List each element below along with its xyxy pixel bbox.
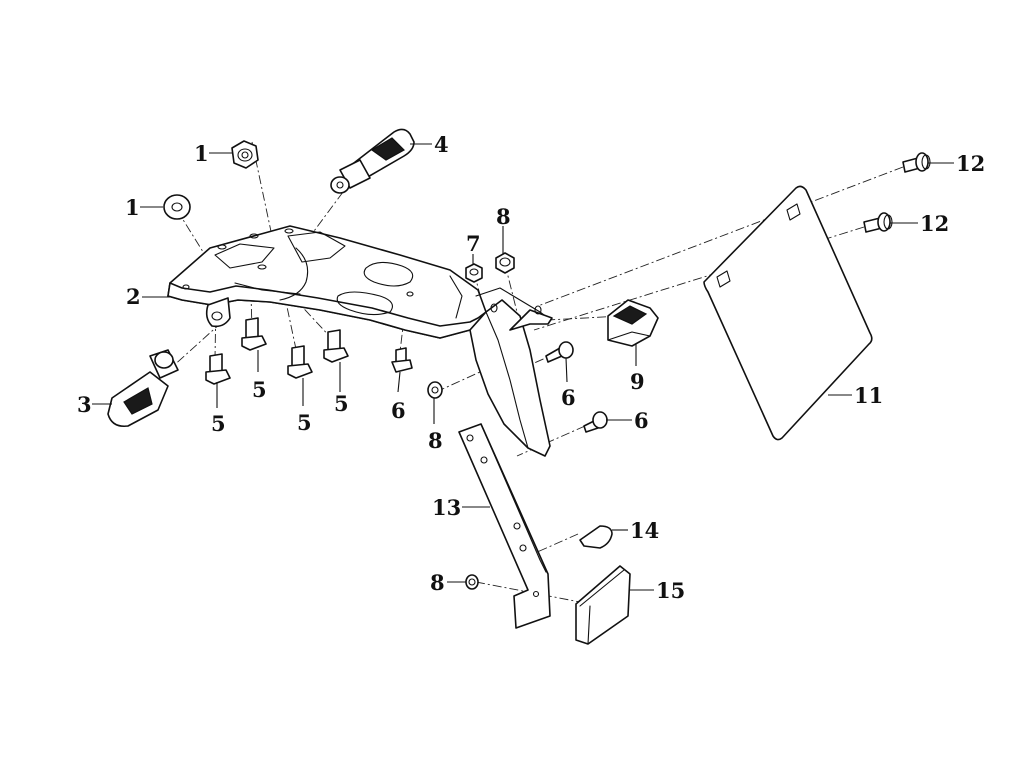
license-plate [703, 185, 873, 441]
turn-signal-3 [107, 349, 179, 428]
callout-8b: 8 [428, 428, 443, 453]
bolt-12b [863, 212, 893, 233]
callout-1a: 1 [194, 141, 209, 166]
callout-4: 4 [434, 132, 449, 157]
washer-8b [427, 381, 443, 399]
screw-6c [583, 411, 608, 433]
callout-8a: 8 [496, 204, 511, 229]
callout-2: 2 [126, 284, 141, 309]
callout-9: 9 [630, 369, 645, 394]
leader-lines [92, 143, 954, 591]
washer-1b [163, 194, 191, 220]
bolt-5a [205, 353, 231, 385]
callout-7: 7 [466, 231, 481, 256]
nut-8c [465, 574, 479, 590]
callout-13: 13 [432, 495, 461, 520]
bolt-5c [287, 345, 313, 379]
rear-fender-bracket [167, 225, 487, 339]
nut-8a [495, 252, 515, 274]
callout-11: 11 [854, 383, 883, 408]
reflector-15 [575, 565, 631, 645]
nut-7 [465, 263, 483, 283]
callout-5c: 5 [297, 410, 312, 435]
bolt-5d [323, 329, 349, 363]
callout-8c: 8 [430, 570, 445, 595]
callout-6a: 6 [391, 398, 406, 423]
screw-6b [545, 341, 574, 363]
callout-6b: 6 [561, 385, 576, 410]
callout-5b: 5 [252, 377, 267, 402]
flange-nut-1a [231, 140, 259, 169]
rubber-cap-14 [579, 525, 613, 549]
callout-6c: 6 [634, 408, 649, 433]
turn-signal-4 [330, 128, 415, 194]
license-lamp-9 [607, 299, 659, 347]
callout-12b: 12 [920, 211, 949, 236]
bolt-12a [902, 152, 931, 173]
callouts: 1 1 2 3 4 5 5 5 5 6 6 6 7 8 8 8 9 11 12 … [77, 132, 985, 603]
callout-1b: 1 [125, 195, 140, 220]
callout-15: 15 [656, 578, 685, 603]
callout-12a: 12 [956, 151, 985, 176]
callout-3: 3 [77, 392, 92, 417]
callout-5d: 5 [334, 391, 349, 416]
screw-6a [391, 347, 413, 373]
bolt-5b [241, 317, 267, 351]
callout-5a: 5 [211, 411, 226, 436]
callout-14: 14 [630, 518, 659, 543]
license-plate-bracket [469, 287, 553, 457]
reflector-strip [458, 423, 551, 629]
